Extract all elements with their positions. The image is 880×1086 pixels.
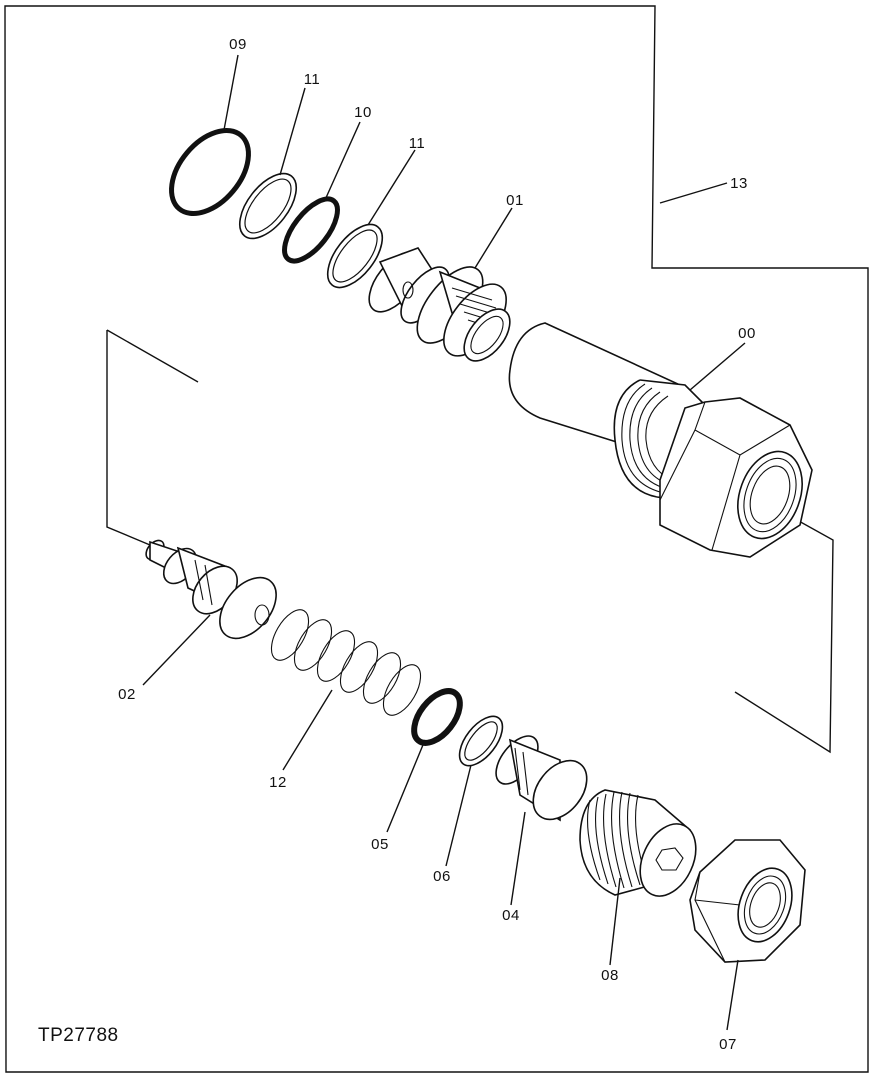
callout-09: 09 [229,36,247,53]
part-07-hex-nut [689,839,806,963]
projection-lines [106,329,834,754]
part-09-o-ring [169,127,251,217]
part-02-poppet [145,539,277,640]
callout-01: 01 [506,192,524,209]
part-04-piston [495,735,588,822]
callout-11-lower: 11 [409,135,426,152]
callout-02: 02 [118,686,136,703]
callout-labels: 09 11 10 11 01 13 00 02 12 05 06 04 08 0… [118,36,756,1053]
callout-13: 13 [730,175,748,192]
part-05-o-ring [411,688,463,746]
callout-06: 06 [433,868,451,885]
callout-00: 00 [738,325,756,342]
part-11-backup-ring-b [326,223,384,289]
leader-lines [142,54,746,1031]
callout-10: 10 [354,104,372,121]
drawing-code: TP27788 [38,1025,119,1046]
callout-07: 07 [719,1036,737,1053]
callout-08: 08 [601,967,619,984]
callout-11-upper: 11 [304,71,321,88]
part-01-sleeve [368,247,511,362]
part-00-housing [508,322,813,558]
part-08-threaded-plug [579,789,697,897]
callout-12: 12 [269,774,287,791]
frame-outline [4,5,869,1073]
part-12-spring [270,609,422,716]
part-10-o-ring [282,196,340,264]
part-06-backup-ring [458,715,504,767]
part-11-backup-ring-a [238,172,298,240]
callout-04: 04 [502,907,520,924]
callout-05: 05 [371,836,389,853]
